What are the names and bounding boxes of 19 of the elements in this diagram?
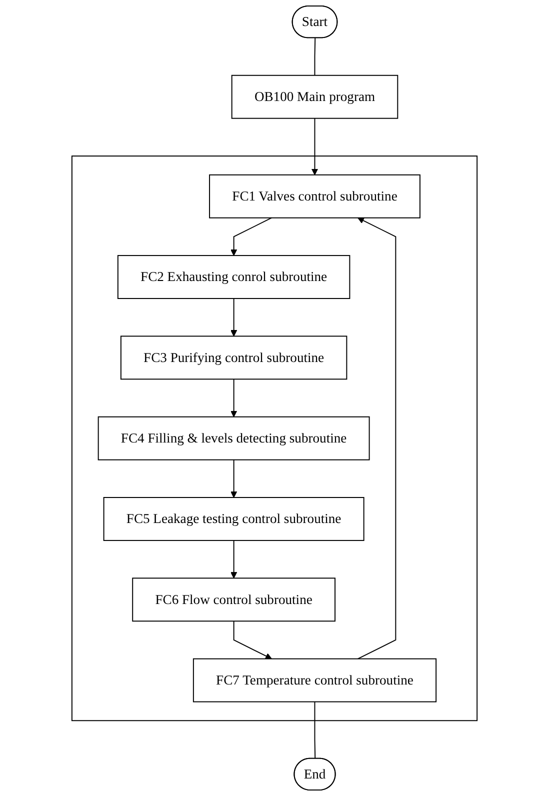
cluster [71, 156, 478, 722]
arrow [311, 118, 318, 176]
connector [314, 701, 316, 760]
node-box: FC1 Valves control subroutine [209, 174, 420, 218]
arrow [230, 217, 272, 256]
connector [314, 38, 316, 76]
arrow [230, 459, 238, 498]
node-box: FC6 Flow control subroutine [132, 578, 336, 622]
arrow [233, 620, 272, 660]
node-box: FC4 Filling & levels detecting subroutine [98, 416, 370, 460]
arrow [230, 540, 238, 578]
arrow [230, 378, 238, 418]
node-box: FC7 Temperature control subroutine [192, 658, 437, 702]
arrow [230, 298, 238, 336]
node-box: OB100 Main program [231, 74, 398, 119]
node-box: FC3 Purifying control subroutine [120, 336, 348, 380]
node-box: FC5 Leakage testing control subroutine [103, 497, 364, 541]
node-box: FC2 Exhausting conrol subroutine [117, 255, 350, 299]
arrow [357, 218, 396, 660]
